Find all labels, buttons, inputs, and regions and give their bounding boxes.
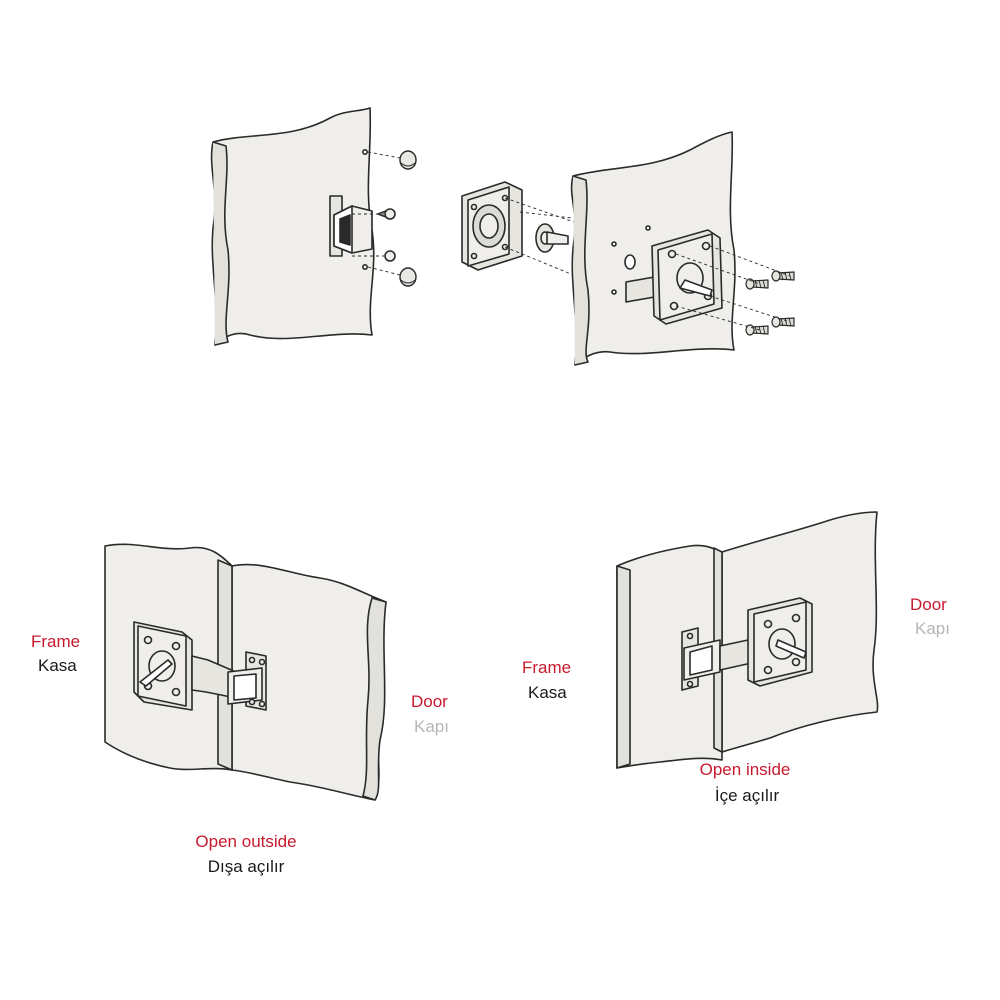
br-caption-tr: İçe açılır <box>714 786 780 805</box>
bl-caption-tr: Dışa açılır <box>207 857 285 876</box>
bl-door-label-en: Door <box>411 692 448 711</box>
top-right-guide-lines <box>675 245 791 331</box>
spindle-guide-lines <box>504 197 621 293</box>
br-strike <box>681 627 721 691</box>
rose-plate <box>461 181 523 271</box>
br-frame-label-en: Frame <box>522 658 572 677</box>
bl-frame-label-tr: Kasa <box>38 656 77 675</box>
bl-frame-label-en: Frame <box>31 632 81 651</box>
br-door-label-tr: Kapı <box>915 619 950 638</box>
bl-strike <box>227 651 267 711</box>
br-frame-label-tr: Kasa <box>528 683 567 702</box>
top-left-guide-lines <box>352 151 401 276</box>
bl-caption-en: Open outside <box>195 832 297 851</box>
turn-plate <box>651 229 723 325</box>
door-plate-screws <box>745 270 795 336</box>
strike-screw-holes <box>361 149 368 270</box>
br-caption-en: Open inside <box>699 760 791 779</box>
bl-turn-plate <box>133 621 193 711</box>
cover-cap-bottom <box>399 267 417 287</box>
br-turn-plate <box>747 597 813 687</box>
cover-cap-top <box>399 150 417 170</box>
spindle <box>535 223 569 253</box>
top-door-holes <box>611 225 651 295</box>
top-frame-post <box>210 107 375 346</box>
bl-door-panel <box>217 559 387 801</box>
strike-plate <box>329 195 373 257</box>
br-door-label-en: Door <box>910 595 947 614</box>
strike-screws <box>377 208 396 262</box>
br-frame-panel <box>616 544 723 769</box>
bl-door-label-tr: Kapı <box>414 717 449 736</box>
